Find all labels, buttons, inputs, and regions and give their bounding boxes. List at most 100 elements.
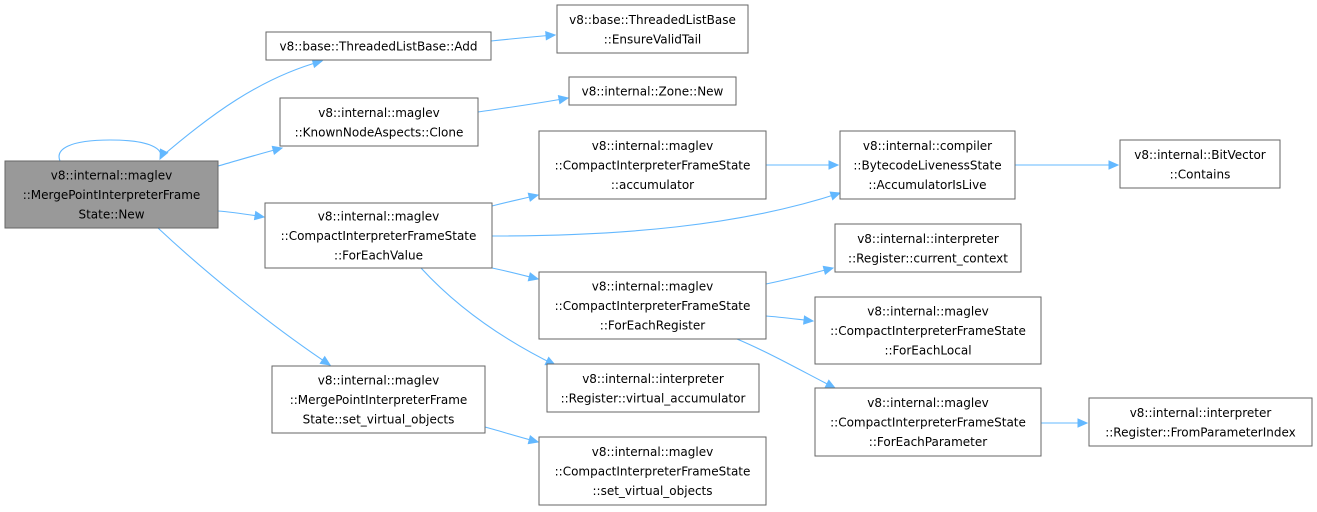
node-box <box>1088 397 1313 447</box>
node-label-line: State::New <box>78 208 144 222</box>
node-label-line: ::ForEachValue <box>334 249 423 263</box>
node-box <box>264 202 493 269</box>
edge-line <box>157 227 331 366</box>
node-reg-fpi[interactable]: v8::internal::interpreter::Register::Fro… <box>1088 397 1313 447</box>
node-tl-evt[interactable]: v8::base::ThreadedListBase::EnsureValidT… <box>556 4 749 54</box>
arrowhead <box>1108 160 1120 170</box>
node-label-line: v8::internal::BitVector <box>1134 148 1266 162</box>
arrowhead <box>253 210 266 221</box>
node-label-line: v8::internal::interpreter <box>857 232 999 246</box>
node-label-line: ::ForEachRegister <box>600 319 705 333</box>
node-kna-clone[interactable]: v8::internal::maglev::KnownNodeAspects::… <box>279 97 479 147</box>
edge-line <box>491 192 841 237</box>
node-label-line: v8::internal::maglev <box>51 169 172 183</box>
arrowhead <box>527 434 540 445</box>
edge-root-to-kna_clone <box>217 145 284 167</box>
node-cifs-fer[interactable]: v8::internal::maglev::CompactInterpreter… <box>538 271 767 340</box>
arrowhead <box>828 160 840 170</box>
edge-cifs_fev-to-cifs_acc <box>491 192 540 207</box>
node-label-line: v8::internal::maglev <box>867 396 988 410</box>
edge-root-to-root <box>58 139 169 162</box>
edge-line <box>490 34 556 42</box>
node-label-line: v8::internal::maglev <box>318 374 439 388</box>
node-label-line: ::set_virtual_objects <box>592 484 712 498</box>
node-label-line: ::AccumulatorIsLive <box>868 178 986 192</box>
node-label-line: ::CompactInterpreterFrameState <box>555 159 751 173</box>
node-label-line: v8::internal::interpreter <box>582 372 724 386</box>
arrowhead <box>527 192 540 202</box>
arrowhead <box>557 95 570 105</box>
edges-layer <box>58 31 1120 445</box>
edge-cifs_acc-to-bls_acc <box>766 160 840 170</box>
node-box <box>1119 139 1281 189</box>
node-label-line: ::CompactInterpreterFrameState <box>555 299 751 313</box>
arrowhead <box>311 58 324 69</box>
arrowhead <box>822 265 835 276</box>
node-label-line: v8::internal::Zone::New <box>582 85 724 99</box>
edge-cifs_fer-to-reg_cc <box>765 265 835 285</box>
node-box <box>265 31 492 61</box>
node-label-line: v8::internal::maglev <box>867 305 988 319</box>
edge-root-to-mpifs_svo <box>157 227 332 366</box>
edge-mpifs_svo-to-cifs_svo <box>484 426 540 445</box>
edge-bls_acc-to-bitvec <box>1015 160 1120 170</box>
edge-line <box>736 338 836 389</box>
node-cifs-fel[interactable]: v8::internal::maglev::CompactInterpreter… <box>814 296 1042 365</box>
edge-cifs_fev-to-reg_va <box>420 267 557 366</box>
node-label-line: ::Register::FromParameterIndex <box>1105 425 1296 439</box>
nodes-layer: v8::internal::maglev::MergePointInterpre… <box>4 4 1313 506</box>
node-box <box>814 296 1042 365</box>
node-cifs-svo[interactable]: v8::internal::maglev::CompactInterpreter… <box>538 436 767 506</box>
node-label-line: ::accumulator <box>611 178 694 192</box>
node-box <box>834 223 1022 273</box>
node-label-line: v8::internal::maglev <box>592 139 713 153</box>
node-label-line: ::Register::current_context <box>848 251 1008 265</box>
arrowhead <box>829 191 842 201</box>
node-reg-va[interactable]: v8::internal::interpreter::Register::vir… <box>546 363 760 413</box>
edge-cifs_fep-to-reg_fpi <box>1041 418 1089 428</box>
node-label-line: ::Contains <box>1170 167 1231 181</box>
node-cifs-acc[interactable]: v8::internal::maglev::CompactInterpreter… <box>538 130 767 200</box>
edge-cifs_fev-to-cifs_fer <box>491 267 540 282</box>
node-label-line: ::CompactInterpreterFrameState <box>281 229 477 243</box>
node-label-line: v8::base::ThreadedListBase <box>569 13 736 27</box>
node-label-line: ::BytecodeLivenessState <box>853 159 1001 173</box>
node-label-line: State::set_virtual_objects <box>303 413 455 427</box>
node-box <box>556 4 749 54</box>
node-label-line: ::KnownNodeAspects::Clone <box>295 125 464 139</box>
node-bls-acc[interactable]: v8::internal::compiler::BytecodeLiveness… <box>839 130 1016 200</box>
node-reg-cc[interactable]: v8::internal::interpreter::Register::cur… <box>834 223 1022 273</box>
node-label-line: v8::internal::compiler <box>863 139 992 153</box>
node-box <box>538 436 767 506</box>
node-label-line: v8::internal::interpreter <box>1130 406 1272 420</box>
node-label-line: ::CompactInterpreterFrameState <box>830 416 1026 430</box>
edge-tl_add-to-tl_evt <box>490 31 557 42</box>
node-box <box>538 130 767 200</box>
edge-line <box>159 60 323 159</box>
node-box <box>538 271 767 340</box>
edge-line <box>765 267 834 285</box>
node-label-line: ::MergePointInterpreterFrame <box>23 188 201 202</box>
arrowhead <box>319 355 332 366</box>
node-box <box>271 365 486 434</box>
node-label-line: v8::base::ThreadedListBase::Add <box>280 40 478 54</box>
edge-line <box>420 267 556 366</box>
node-bitvec[interactable]: v8::internal::BitVector::Contains <box>1119 139 1281 189</box>
arrowhead <box>271 145 284 156</box>
node-cifs-fev[interactable]: v8::internal::maglev::CompactInterpreter… <box>264 202 493 269</box>
node-label-line: ::ForEachParameter <box>869 435 987 449</box>
arrowhead <box>527 272 540 282</box>
node-mpifs-svo[interactable]: v8::internal::maglev::MergePointInterpre… <box>271 365 486 434</box>
node-cifs-fep[interactable]: v8::internal::maglev::CompactInterpreter… <box>814 387 1042 457</box>
arrowhead <box>1077 418 1089 428</box>
node-zone-new[interactable]: v8::internal::Zone::New <box>568 76 737 106</box>
node-box <box>568 76 737 106</box>
node-label-line: ::EnsureValidTail <box>604 32 701 46</box>
node-label-line: ::CompactInterpreterFrameState <box>830 324 1026 338</box>
edge-cifs_fer-to-cifs_fel <box>765 315 815 325</box>
node-root[interactable]: v8::internal::maglev::MergePointInterpre… <box>4 160 219 229</box>
edge-line <box>217 147 283 167</box>
node-label-line: v8::internal::maglev <box>592 280 713 294</box>
node-tl-add[interactable]: v8::base::ThreadedListBase::Add <box>265 31 492 61</box>
